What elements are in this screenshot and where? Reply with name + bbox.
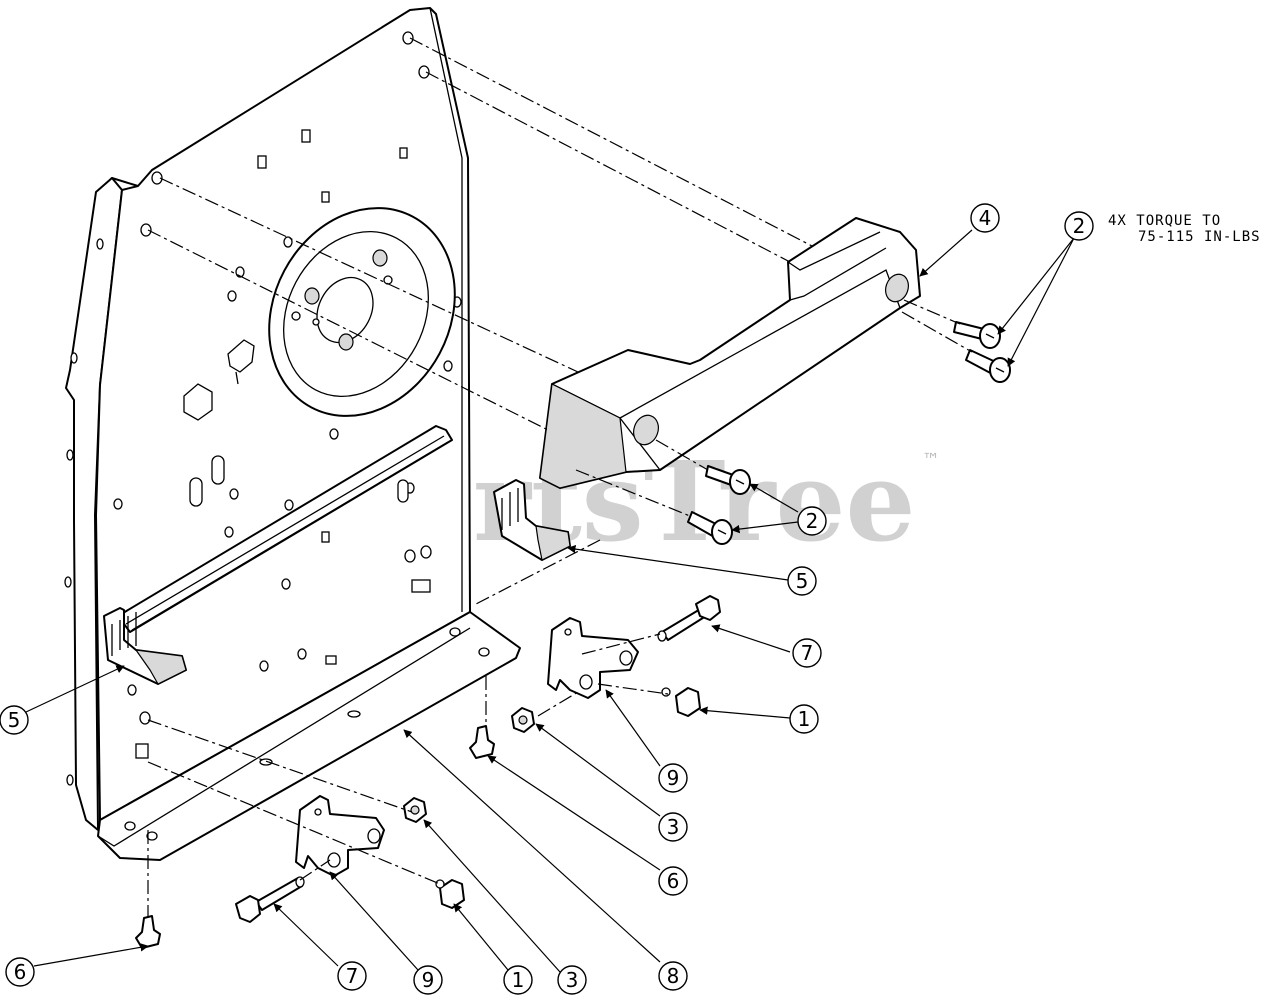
side-plate bbox=[64, 7, 521, 861]
callout-9-bottom-number: 9 bbox=[422, 968, 435, 992]
handle-bar-part-4 bbox=[539, 217, 921, 489]
callout-5-right[interactable]: 5 bbox=[787, 566, 817, 596]
callout-2-mid[interactable]: 2 bbox=[797, 506, 827, 536]
bracket-part-5-left bbox=[103, 607, 187, 685]
callout-7-right-number: 7 bbox=[801, 641, 814, 665]
callout-1-right-number: 1 bbox=[798, 707, 811, 731]
screw-part-2-upper bbox=[953, 321, 1001, 349]
callout-6-left[interactable]: 6 bbox=[5, 957, 35, 987]
torque-note-line2: 75-115 IN-LBS bbox=[1138, 229, 1261, 245]
leader-lines bbox=[25, 229, 1075, 973]
callout-9-bottom[interactable]: 9 bbox=[413, 965, 443, 995]
callout-5-right-number: 5 bbox=[796, 569, 809, 593]
callout-8-bottom[interactable]: 8 bbox=[658, 961, 688, 991]
assembly-lines bbox=[147, 37, 973, 918]
callout-3-bottom-number: 3 bbox=[566, 968, 579, 992]
callout-6-right[interactable]: 6 bbox=[658, 866, 688, 896]
screw-part-2-mid-upper bbox=[705, 465, 751, 495]
torque-note-line1: 4X TORQUE TO bbox=[1108, 213, 1221, 229]
nut-part-3-bottom bbox=[403, 797, 427, 823]
callout-6-right-number: 6 bbox=[667, 869, 680, 893]
nut-part-1-bottom bbox=[435, 879, 465, 909]
callout-1-bottom[interactable]: 1 bbox=[503, 965, 533, 995]
screw-part-6-bottom bbox=[135, 915, 161, 949]
screw-part-6-right bbox=[469, 725, 495, 759]
callout-5-left[interactable]: 5 bbox=[0, 705, 29, 735]
callout-9-right-number: 9 bbox=[667, 766, 680, 790]
bolt-part-7-bottom bbox=[235, 876, 305, 923]
callout-3-bottom[interactable]: 3 bbox=[557, 965, 587, 995]
torque-note: 4X TORQUE TO 75-115 IN-LBS bbox=[1108, 213, 1261, 245]
callout-1-right[interactable]: 1 bbox=[789, 704, 819, 734]
callout-4-top[interactable]: 4 bbox=[970, 203, 1000, 233]
callout-2-note-number: 2 bbox=[1073, 214, 1086, 238]
callout-1-bottom-number: 1 bbox=[512, 968, 525, 992]
callout-7-bottom[interactable]: 7 bbox=[337, 961, 367, 991]
callout-2-note[interactable]: 2 bbox=[1064, 211, 1094, 241]
callout-8-bottom-number: 8 bbox=[667, 964, 680, 988]
plate-bottom-flange bbox=[97, 611, 521, 861]
bracket-part-5-right bbox=[493, 479, 571, 561]
watermark-trademark: ™ bbox=[922, 450, 940, 471]
callout-5-left-number: 5 bbox=[8, 708, 21, 732]
callouts: 4 2 2 5 7 1 9 3 bbox=[0, 203, 1094, 995]
callout-7-bottom-number: 7 bbox=[346, 964, 359, 988]
nut-part-3-right bbox=[511, 707, 535, 733]
hinge-bracket-part-9-bottom bbox=[295, 795, 385, 877]
callout-3-right-number: 3 bbox=[667, 815, 680, 839]
callout-3-right[interactable]: 3 bbox=[658, 812, 688, 842]
wheel-hub bbox=[268, 207, 456, 417]
screw-part-2-lower bbox=[965, 349, 1011, 383]
callout-2-mid-number: 2 bbox=[806, 509, 819, 533]
nut-part-1-right bbox=[661, 687, 701, 717]
callout-7-right[interactable]: 7 bbox=[792, 638, 822, 668]
callout-6-left-number: 6 bbox=[14, 960, 27, 984]
bolt-part-7-right bbox=[657, 595, 721, 642]
callout-4-top-number: 4 bbox=[979, 206, 992, 230]
hinge-bracket-part-9-right bbox=[547, 617, 639, 699]
callout-9-right[interactable]: 9 bbox=[658, 763, 688, 793]
